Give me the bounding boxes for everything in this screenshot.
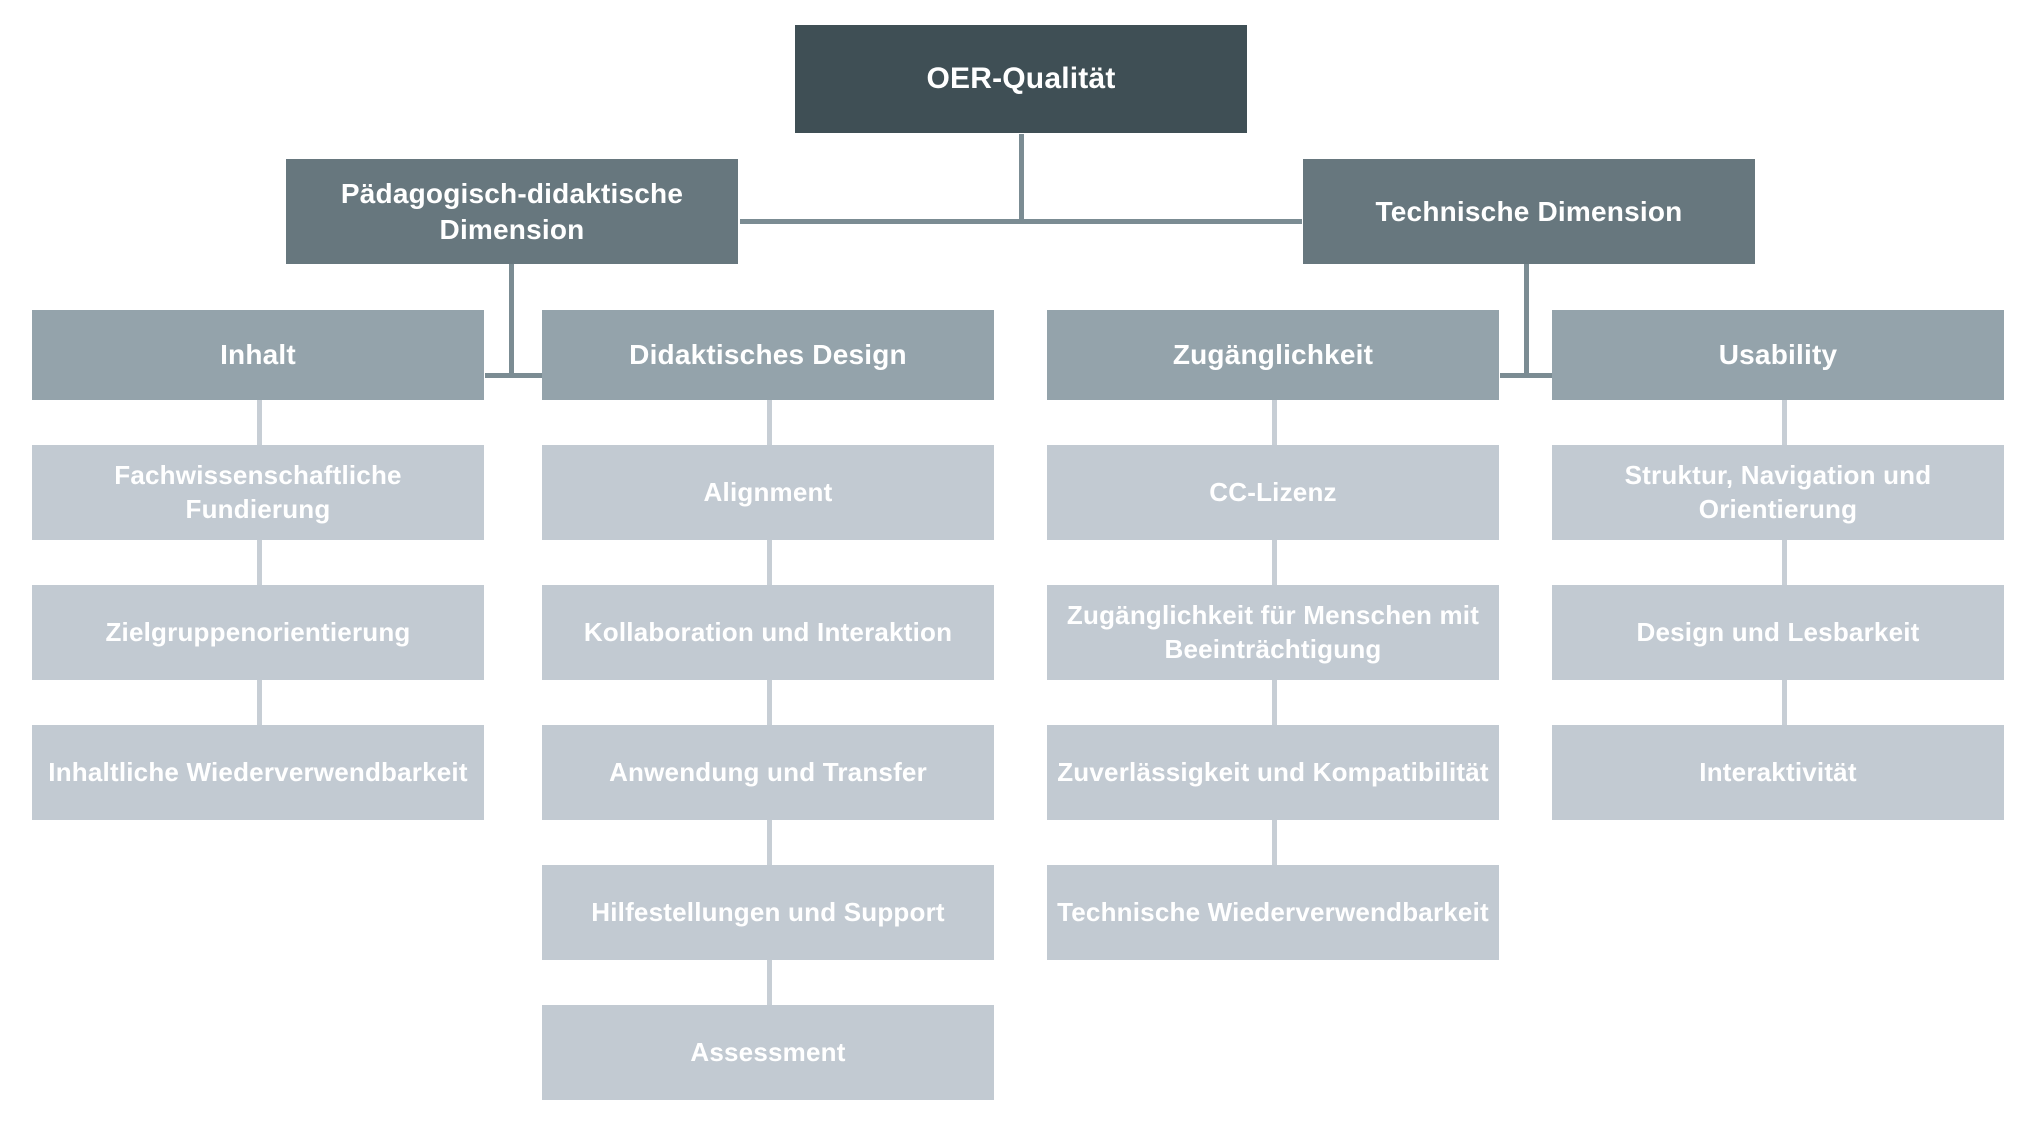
connector-root-stem (1019, 134, 1024, 222)
node-category-inhalt[interactable]: Inhalt (32, 310, 484, 400)
connector-dim-left-stem (509, 263, 514, 376)
node-leaf-usability-3[interactable]: Interaktivität (1552, 725, 2004, 820)
node-leaf-didaktisches-design-2[interactable]: Kollaboration und Interaktion (542, 585, 994, 680)
node-leaf-zugaenglichkeit-1[interactable]: CC-Lizenz (1047, 445, 1499, 540)
connector-dim-right-stem (1524, 263, 1529, 376)
connector-dim-left-bar (485, 373, 545, 378)
node-leaf-zugaenglichkeit-3[interactable]: Zuverlässigkeit und Kompatibilität (1047, 725, 1499, 820)
connector-dim-right-bar (1500, 373, 1560, 378)
node-root-oer-qualitaet[interactable]: OER-Qualität (795, 25, 1247, 133)
node-leaf-didaktisches-design-1[interactable]: Alignment (542, 445, 994, 540)
connector-column-3-spine (1272, 400, 1277, 960)
node-dimension-paedagogisch-didaktisch[interactable]: Pädagogisch-didaktische Dimension (286, 159, 738, 264)
node-leaf-inhalt-1[interactable]: Fachwissenschaftliche Fundierung (32, 445, 484, 540)
node-leaf-inhalt-3[interactable]: Inhaltliche Wiederverwendbarkeit (32, 725, 484, 820)
node-dimension-technisch[interactable]: Technische Dimension (1303, 159, 1755, 264)
node-leaf-didaktisches-design-3[interactable]: Anwendung und Transfer (542, 725, 994, 820)
node-category-usability[interactable]: Usability (1552, 310, 2004, 400)
node-leaf-usability-2[interactable]: Design und Lesbarkeit (1552, 585, 2004, 680)
connector-dimensions-bar (740, 219, 1302, 224)
node-category-zugaenglichkeit[interactable]: Zugänglichkeit (1047, 310, 1499, 400)
node-leaf-didaktisches-design-5[interactable]: Assessment (542, 1005, 994, 1100)
node-leaf-zugaenglichkeit-2[interactable]: Zugänglichkeit für Menschen mit Beeinträ… (1047, 585, 1499, 680)
node-leaf-usability-1[interactable]: Struktur, Navigation und Orientierung (1552, 445, 2004, 540)
node-leaf-inhalt-2[interactable]: Zielgruppenorientierung (32, 585, 484, 680)
node-leaf-didaktisches-design-4[interactable]: Hilfestellungen und Support (542, 865, 994, 960)
node-leaf-zugaenglichkeit-4[interactable]: Technische Wiederverwendbarkeit (1047, 865, 1499, 960)
node-category-didaktisches-design[interactable]: Didaktisches Design (542, 310, 994, 400)
